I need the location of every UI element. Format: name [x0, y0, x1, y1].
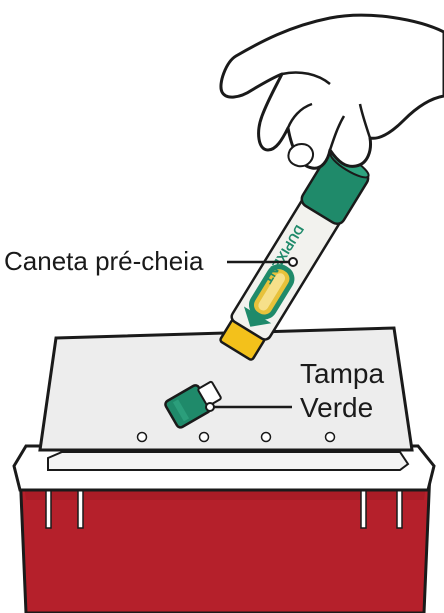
hand-icon: [221, 15, 444, 168]
pen-label: Caneta pré-cheia: [4, 246, 203, 277]
cap-label-line2: Verde: [300, 391, 373, 424]
sharps-container-icon: [14, 446, 434, 613]
cap-label-line1: Tampa: [300, 357, 384, 390]
